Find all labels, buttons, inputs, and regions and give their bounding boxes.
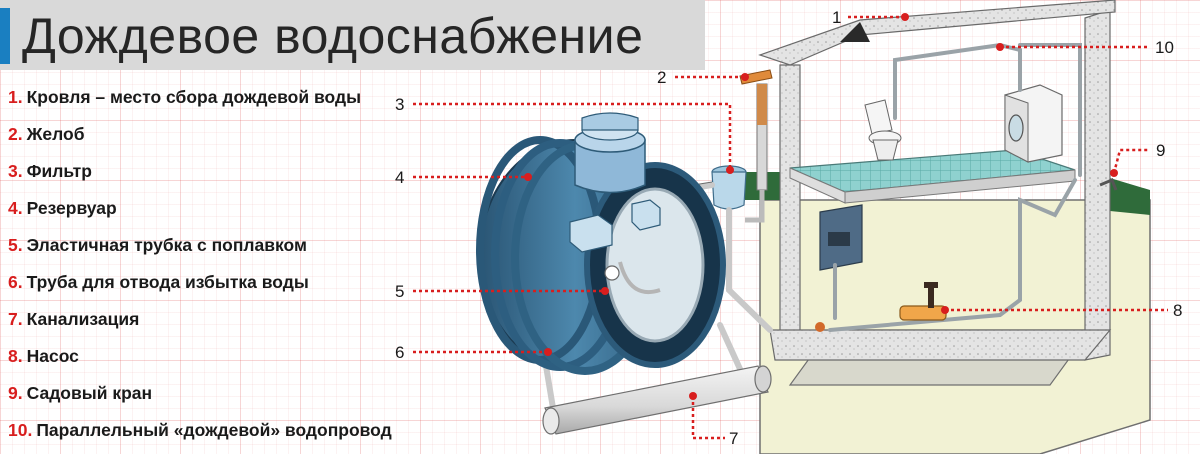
title-bar: Дождевое водоснабжение	[0, 0, 705, 70]
legend-item: 9.Садовый кран	[8, 378, 393, 415]
legend-label: Канализация	[26, 309, 140, 329]
legend-number: 8.	[8, 346, 23, 366]
legend-number: 5.	[8, 235, 23, 255]
legend-number: 1.	[8, 87, 23, 107]
legend-item: 5.Эластичная трубка с поплавком	[8, 230, 393, 267]
legend-number: 10.	[8, 420, 33, 440]
legend-number: 7.	[8, 309, 23, 329]
callout-3: 3	[395, 95, 404, 114]
garden-tap-illustration	[1099, 178, 1118, 191]
legend-number: 4.	[8, 198, 23, 218]
title-accent	[0, 8, 10, 64]
callout-dots	[524, 13, 1118, 400]
legend-label: Насос	[26, 346, 79, 366]
leader-9	[1112, 148, 1150, 174]
legend-item: 4.Резервуар	[8, 193, 393, 230]
legend-number: 6.	[8, 272, 23, 292]
house-walls	[769, 9, 1112, 361]
upper-floor	[789, 149, 1076, 204]
legend-label: Труба для отвода избытка воды	[26, 272, 309, 292]
gutter-illustration	[739, 69, 773, 223]
legend-item: 8.Насос	[8, 341, 393, 378]
callout-8: 8	[1173, 301, 1182, 320]
legend-number: 3.	[8, 161, 23, 181]
callout-9: 9	[1156, 141, 1165, 160]
leader-7	[691, 396, 725, 440]
legend-item: 2.Желоб	[8, 119, 393, 156]
reservoir-tank-illustration	[476, 112, 726, 375]
washing-machine-illustration	[1004, 84, 1063, 163]
roof	[758, 0, 1116, 66]
callout-leaders	[413, 15, 1168, 440]
legend-item: 7.Канализация	[8, 304, 393, 341]
callout-7: 7	[729, 429, 738, 448]
callout-6: 6	[395, 343, 404, 362]
legend-label: Кровля – место сбора дождевой воды	[26, 87, 362, 107]
callout-1: 1	[832, 8, 841, 27]
legend-label: Садовый кран	[26, 383, 153, 403]
legend-item: 3.Фильтр	[8, 156, 393, 193]
callout-10: 10	[1155, 38, 1174, 57]
callout-5: 5	[395, 282, 404, 301]
toilet-illustration	[864, 99, 902, 161]
legend-label: Резервуар	[26, 198, 117, 218]
legend-list: 1.Кровля – место сбора дождевой воды 2.Ж…	[8, 82, 393, 452]
legend-label: Фильтр	[26, 161, 92, 181]
legend-item: 1.Кровля – место сбора дождевой воды	[8, 82, 393, 119]
legend-item: 6.Труба для отвода избытка воды	[8, 267, 393, 304]
callout-2: 2	[657, 68, 666, 87]
filter-illustration	[711, 165, 747, 210]
legend-label: Параллельный «дождевой» водопровод	[36, 420, 392, 440]
boiler-illustration	[819, 204, 863, 271]
legend-number: 9.	[8, 383, 23, 403]
sewer-pipe-illustration	[542, 365, 772, 435]
legend-label: Эластичная трубка с поплавком	[26, 235, 307, 255]
legend-number: 2.	[8, 124, 23, 144]
legend-item: 10.Параллельный «дождевой» водопровод	[8, 415, 393, 452]
pump-illustration	[815, 282, 947, 332]
callout-labels: 1 2 3 4 5 6 7 8 9 10	[395, 8, 1182, 448]
leader-3	[413, 102, 732, 170]
page-title: Дождевое водоснабжение	[22, 8, 644, 64]
callout-4: 4	[395, 168, 404, 187]
legend-label: Желоб	[26, 124, 85, 144]
